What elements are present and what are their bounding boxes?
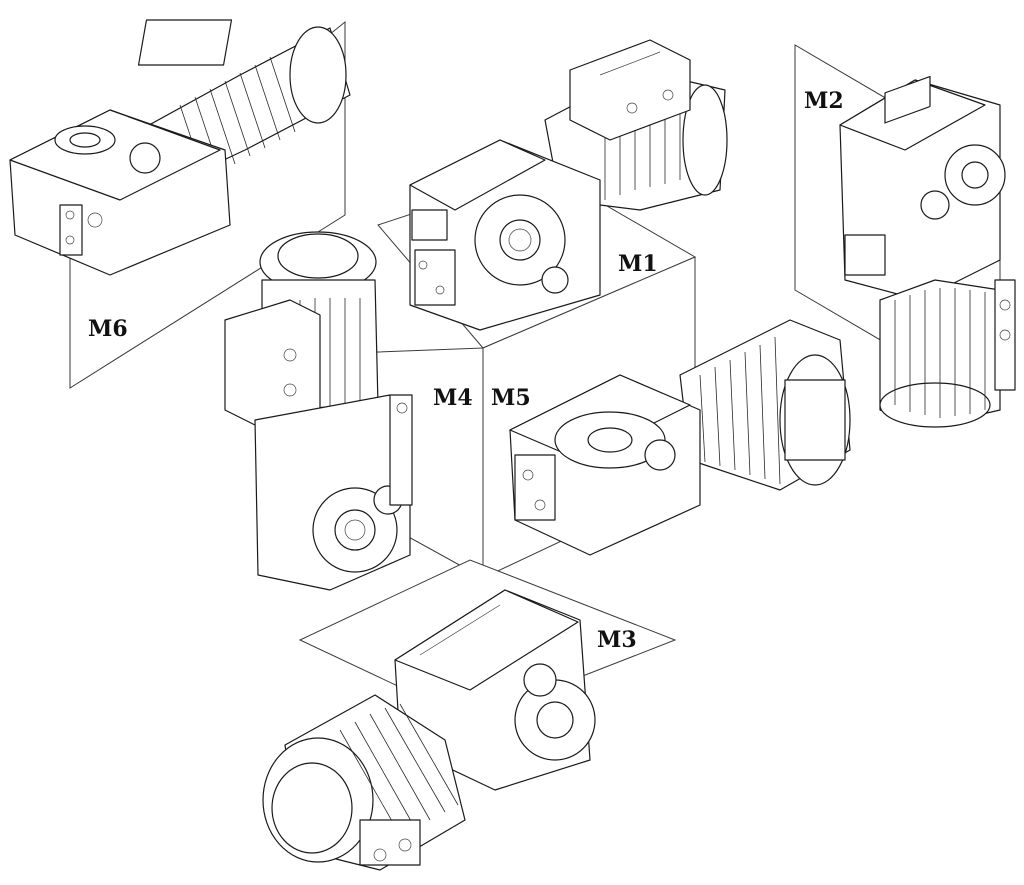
label-m5: M5 [491,385,531,411]
label-m3: M3 [597,627,637,653]
m5-gearmotor [509,319,851,556]
label-m6: M6 [88,316,128,342]
label-m4: M4 [433,385,473,411]
m1-gearmotor [409,39,728,331]
label-m1: M1 [618,251,658,277]
m4-gearmotor [224,231,413,591]
m6-gearmotor [9,19,351,276]
label-m2: M2 [804,88,844,114]
m3-gearmotor [262,589,596,871]
m2-gearmotor [839,75,1016,428]
